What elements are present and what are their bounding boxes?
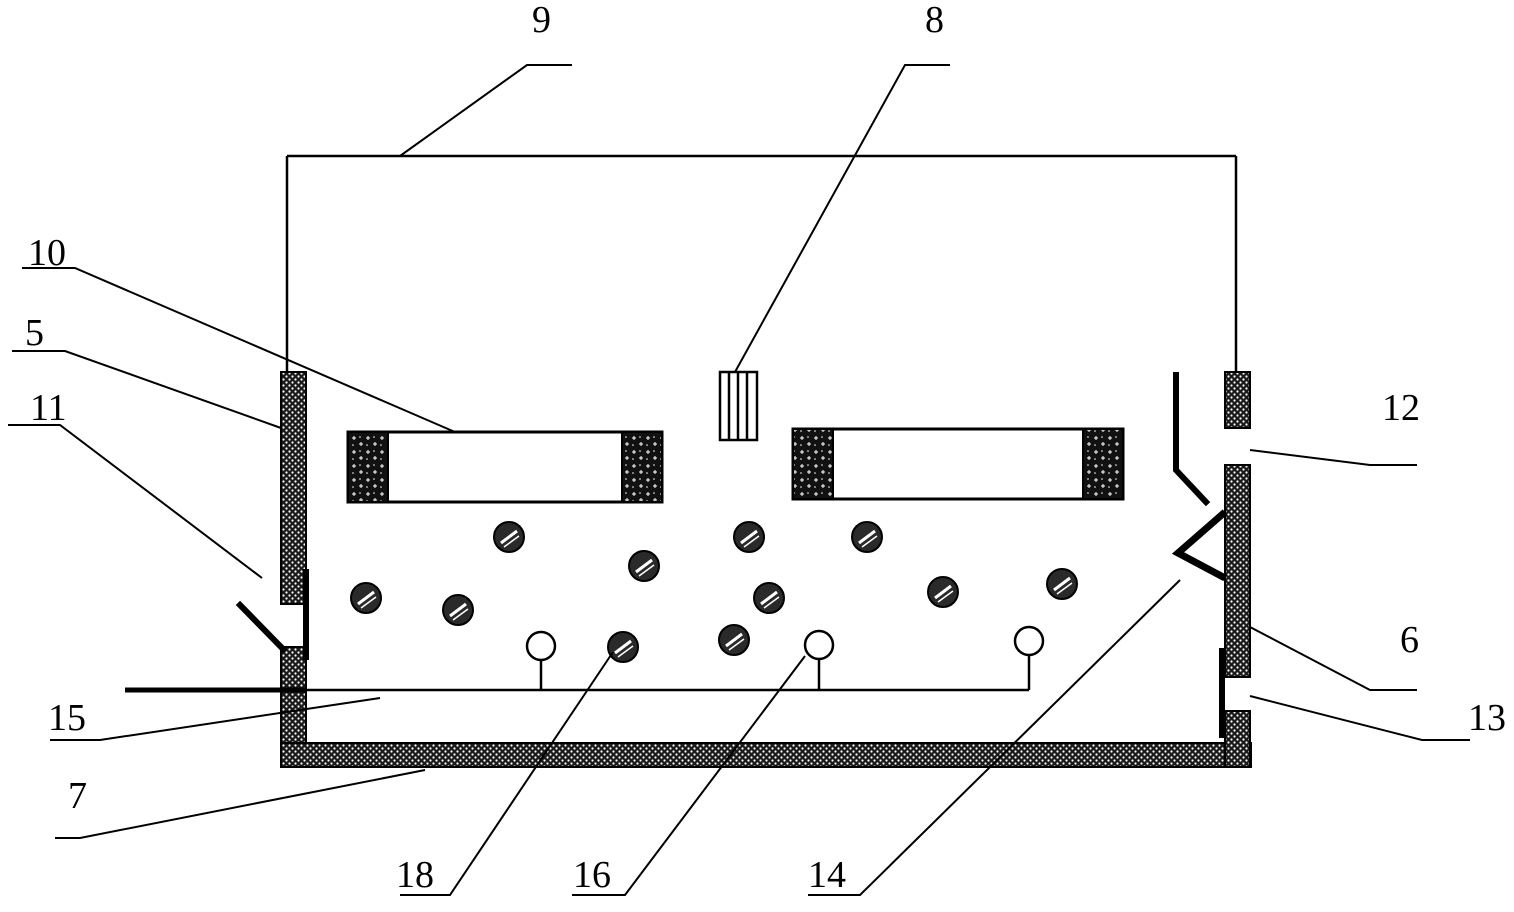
leader-14 (808, 579, 1181, 896)
bottom-wall (280, 742, 1252, 768)
leader-11 (8, 424, 263, 579)
right-wall (1224, 371, 1251, 768)
label-11: 11 (30, 387, 67, 429)
leader-9 (399, 64, 572, 157)
left-wall (280, 371, 307, 768)
leader-5 (12, 350, 282, 429)
leader-6 (1249, 626, 1417, 691)
top-cover-frame (285, 154, 1238, 372)
leader-12 (1249, 449, 1417, 466)
labels: 9 8 10 5 11 12 6 13 15 7 18 16 14 (25, 0, 1506, 896)
label-15: 15 (48, 697, 86, 739)
aeration-pipe (125, 656, 1031, 693)
leader-7 (55, 769, 426, 839)
carrier-particle (733, 521, 765, 553)
carrier-particle (927, 576, 959, 608)
leader-16 (572, 655, 806, 896)
right-upper-valve (1173, 372, 1211, 507)
filter-module-left (346, 430, 664, 504)
label-7: 7 (68, 775, 87, 817)
label-12: 12 (1382, 387, 1420, 429)
carrier-particle (851, 521, 883, 553)
diffuser (525, 630, 557, 662)
carrier-particle (493, 521, 525, 553)
carrier-particle (607, 631, 639, 663)
diffuser (1013, 625, 1045, 657)
label-13: 13 (1468, 697, 1506, 739)
leader-15 (50, 697, 381, 741)
diffusers (525, 625, 1045, 662)
leader-13 (1249, 695, 1470, 741)
carrier-particle (350, 582, 382, 614)
label-6: 6 (1400, 619, 1419, 661)
v-deflector (1171, 509, 1228, 582)
left-flap-valve (235, 569, 309, 660)
diffuser (803, 629, 835, 661)
carrier-particle (718, 624, 750, 656)
carrier-particle (628, 550, 660, 582)
carrier-particle (753, 582, 785, 614)
label-18: 18 (396, 854, 434, 896)
label-14: 14 (808, 854, 846, 896)
carrier-particles (350, 521, 1078, 663)
center-striped-block (718, 370, 759, 442)
label-5: 5 (25, 312, 44, 354)
leader-8 (734, 64, 950, 373)
carrier-particle (442, 594, 474, 626)
label-16: 16 (573, 854, 611, 896)
label-8: 8 (925, 0, 944, 41)
leader-18 (400, 651, 614, 896)
label-10: 10 (28, 232, 66, 274)
leader-lines (8, 64, 1470, 896)
label-9: 9 (532, 0, 551, 41)
carrier-particle (1046, 568, 1078, 600)
leader-10 (22, 267, 456, 433)
filter-module-right (791, 427, 1125, 501)
